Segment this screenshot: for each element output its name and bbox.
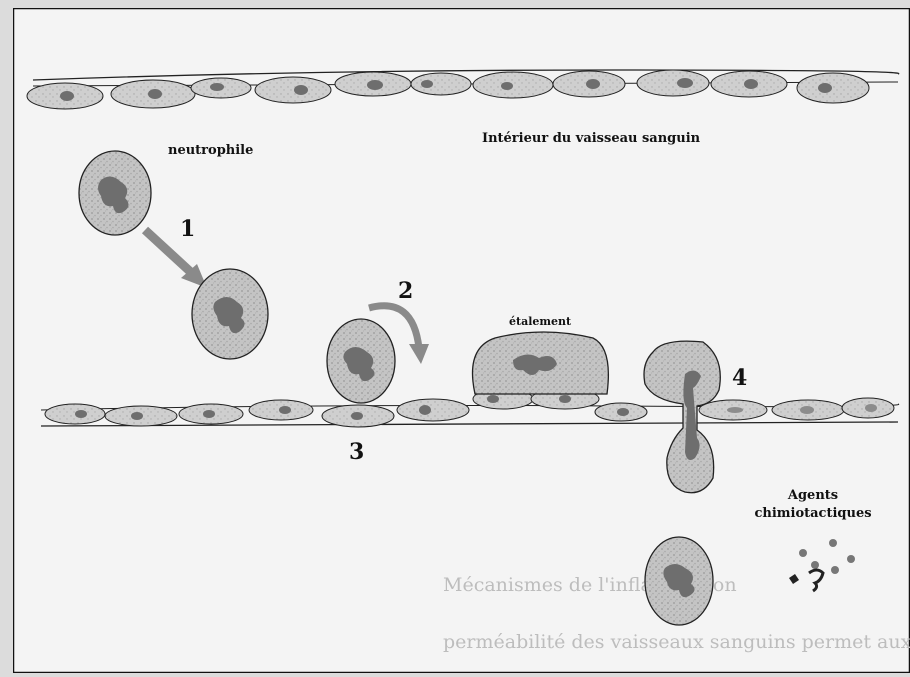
bottom-endothelial-cell	[249, 400, 313, 420]
spreading-label: étalement	[509, 315, 572, 328]
neutrophil-rolling	[327, 319, 395, 403]
bottom-endothelial-cell	[322, 405, 394, 427]
bottom-endothelial-cell	[842, 398, 894, 418]
top-endothelial-cell	[553, 71, 625, 97]
step-4-number: 4	[732, 365, 747, 391]
bottom-endothelial-cell	[105, 406, 177, 426]
bleed-text-2: perméabilité des vaisseaux sanguins perm…	[443, 631, 910, 653]
step-2-number: 2	[398, 278, 413, 304]
chemotactic-label-line2: chimiotactiques	[754, 506, 871, 521]
bottom-endothelial-cell	[595, 403, 647, 421]
neutrophil-migrated	[645, 537, 713, 625]
neutrophil-spreading	[473, 332, 609, 394]
bottom-endothelial-cell	[772, 400, 844, 420]
top-endothelial-cell	[111, 80, 195, 108]
step-1-number: 1	[180, 216, 195, 242]
neutrophil-label: neutrophile	[168, 143, 253, 158]
neutrophil-free	[79, 151, 151, 235]
neutrophil-approaching	[192, 269, 268, 359]
top-endothelial-cell	[255, 77, 331, 103]
diagram-frame: Mécanismes de l'inflammation perméabilit…	[13, 8, 910, 673]
top-endothelial-cell	[473, 72, 553, 98]
top-endothelial-cell	[27, 83, 103, 109]
top-endothelial-cell	[797, 73, 869, 103]
top-endothelial-cell	[335, 72, 411, 96]
top-endothelial-cell	[711, 71, 787, 97]
bottom-endothelial-cell	[397, 399, 469, 421]
vessel-interior-label: Intérieur du vaisseau sanguin	[482, 131, 701, 146]
bottom-endothelial-cell	[179, 404, 243, 424]
bottom-endothelial-cell	[699, 400, 767, 420]
top-endothelial-cell	[411, 73, 471, 95]
top-endothelial-cell	[191, 78, 251, 98]
chemotactic-label-line1: Agents	[787, 488, 838, 503]
top-endothelial-cell	[637, 70, 709, 96]
leukocyte-migration-diagram: Mécanismes de l'inflammation perméabilit…	[13, 8, 910, 673]
step-3-number: 3	[349, 439, 364, 465]
bottom-endothelial-cell	[45, 404, 105, 424]
